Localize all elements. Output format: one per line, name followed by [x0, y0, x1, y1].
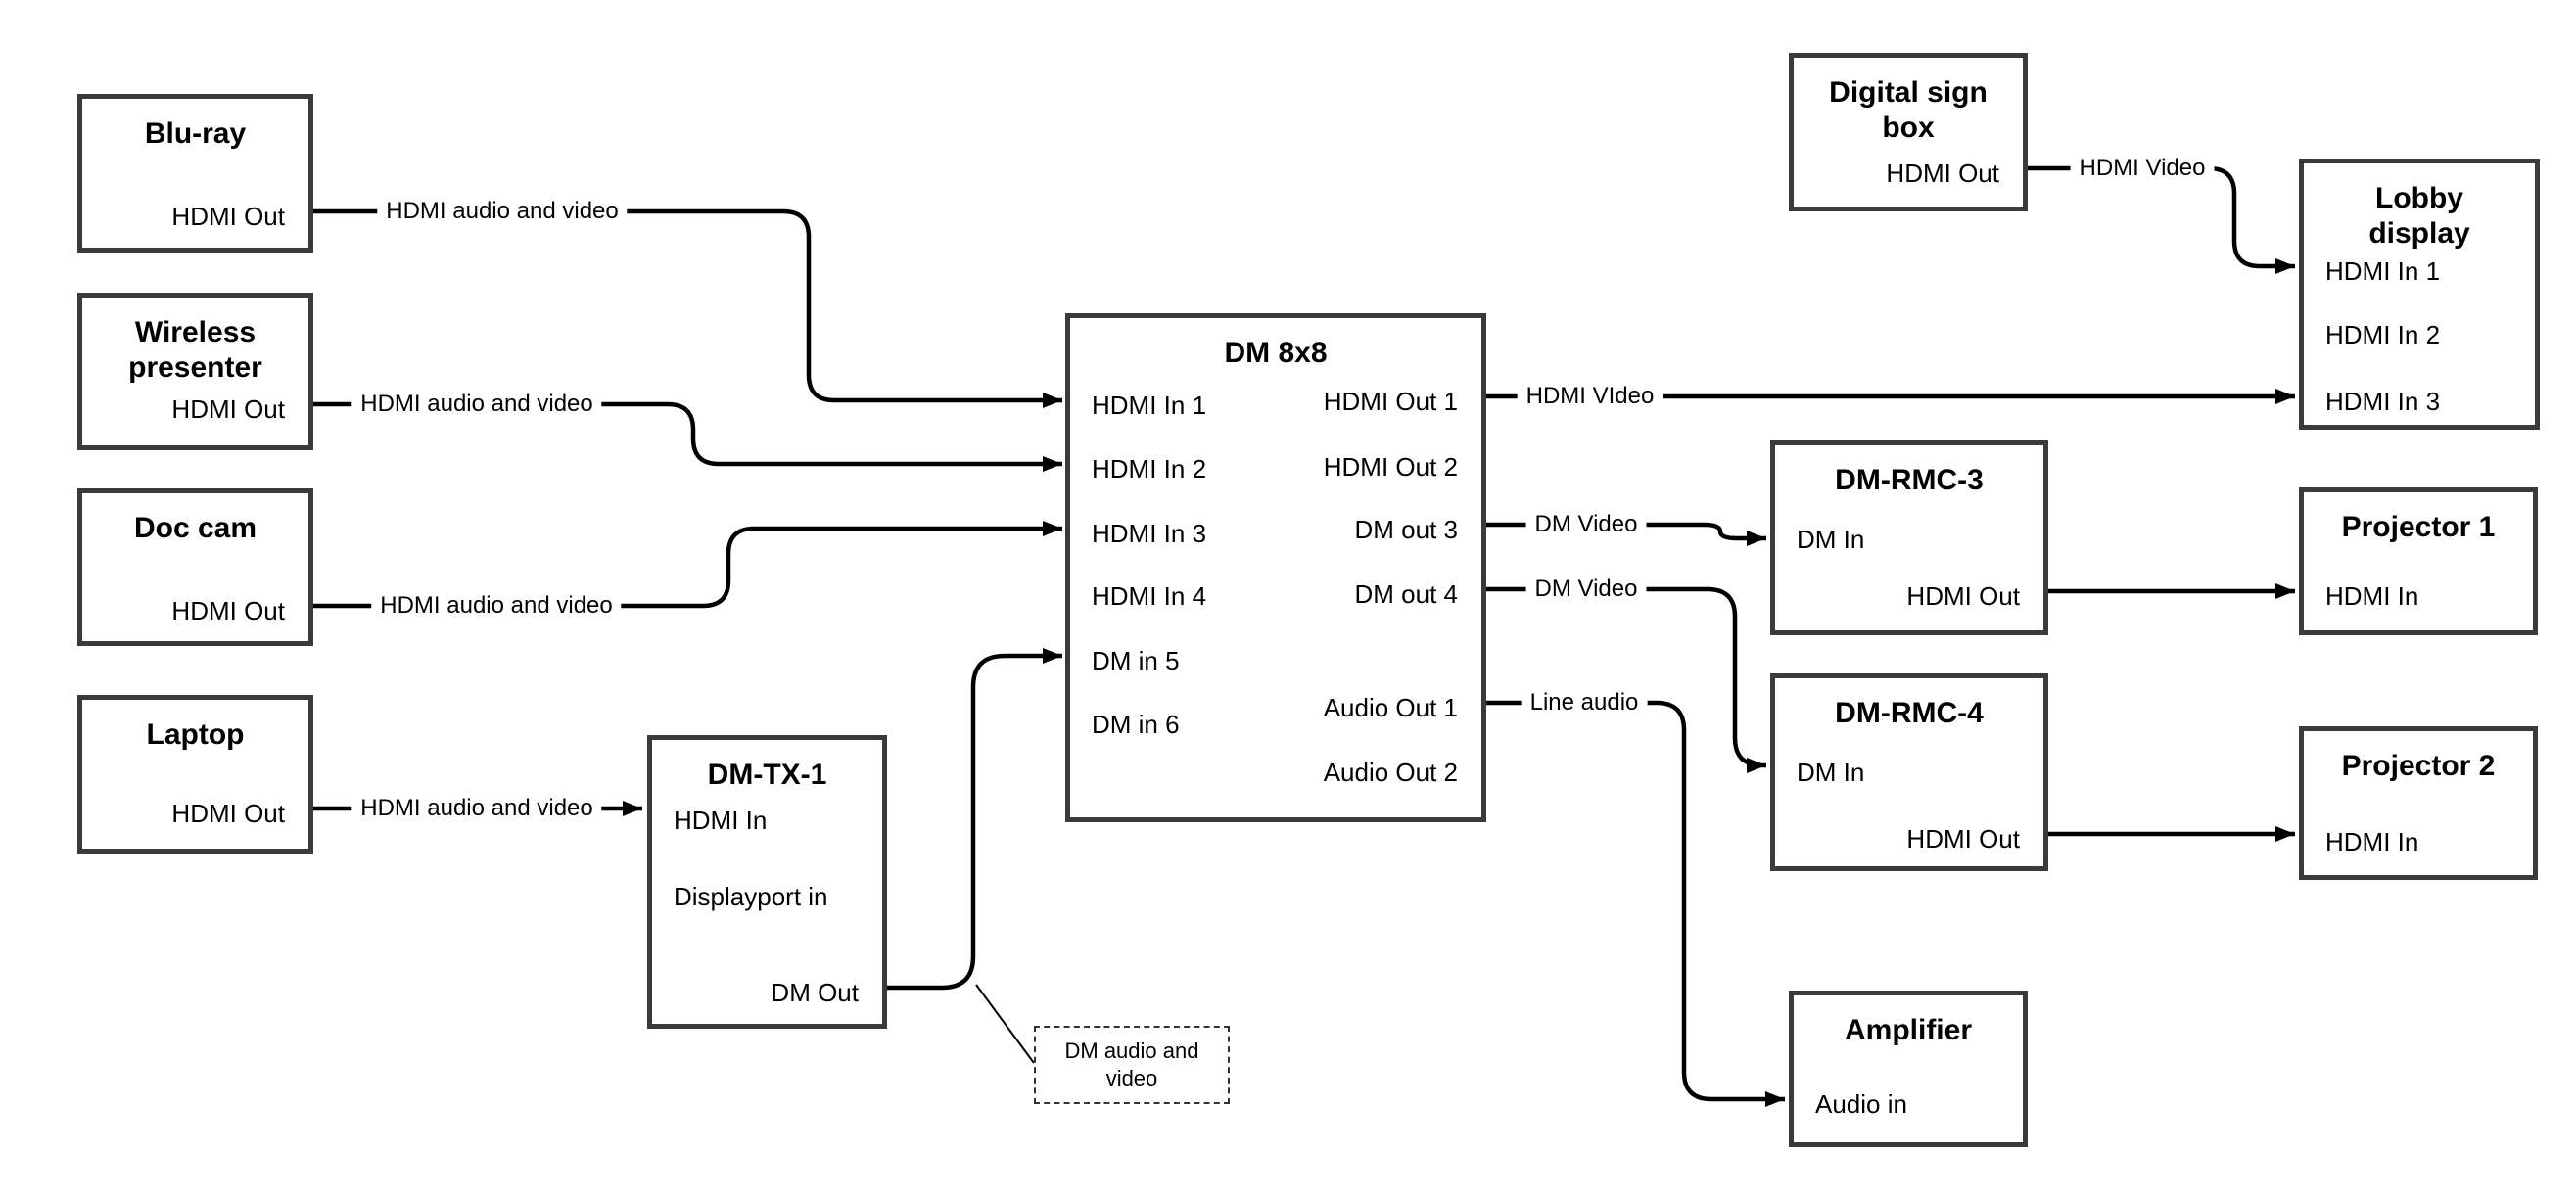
- wire-label-hdmi-video-signbox: HDMI Video: [2070, 154, 2215, 183]
- port-hdmi-in-4: HDMI In 4: [1092, 581, 1207, 611]
- node-laptop: Laptop HDMI Out: [77, 695, 313, 854]
- node-dm-rmc-3: DM-RMC-3 DM In HDMI Out: [1770, 440, 2048, 635]
- wire-bluray-to-hdmi-in-1: [313, 208, 1062, 408]
- node-doc-cam: Doc cam HDMI Out: [77, 488, 313, 646]
- wire-dmtx1-to-dm-in-5: [887, 648, 1062, 991]
- node-amplifier: Amplifier Audio in: [1789, 991, 2028, 1147]
- port-hdmi-out-1: HDMI Out 1: [1323, 387, 1458, 416]
- port-hdmi-out-2: HDMI Out 2: [1323, 452, 1458, 482]
- port-hdmi-out: HDMI Out: [171, 596, 285, 625]
- port-hdmi-out: HDMI Out: [171, 394, 285, 424]
- node-title: Amplifier: [1844, 1014, 1973, 1046]
- wire-label-hdmi-audio-video-3: HDMI audio and video: [371, 591, 622, 621]
- port-hdmi-out: HDMI Out: [1906, 581, 2020, 611]
- port-hdmi-in-2: HDMI In 2: [2325, 320, 2441, 349]
- callout-dm-audio-and-video: DM audio and video: [1034, 1026, 1230, 1104]
- port-dm-in-5: DM in 5: [1092, 646, 1180, 675]
- wire-label-dm-video-out4: DM Video: [1525, 575, 1647, 604]
- port-hdmi-in-3: HDMI In 3: [1092, 519, 1207, 548]
- port-hdmi-in: HDMI In: [2325, 827, 2419, 856]
- port-dm-out-3: DM out 3: [1354, 515, 1459, 544]
- wire-wireless-to-hdmi-in-2: [313, 401, 1062, 472]
- port-dm-in-6: DM in 6: [1092, 710, 1180, 739]
- port-hdmi-out: HDMI Out: [1886, 159, 1999, 188]
- port-audio-in: Audio in: [1815, 1089, 1907, 1119]
- port-hdmi-out: HDMI Out: [1906, 824, 2020, 854]
- wire-dm-out4-to-dmrmc4: [1486, 586, 1766, 773]
- node-blu-ray: Blu-ray HDMI Out: [77, 94, 313, 253]
- port-hdmi-in-1: HDMI In 1: [2325, 256, 2441, 286]
- port-dm-in: DM In: [1797, 525, 1865, 554]
- node-title: Projector 2: [2341, 750, 2496, 782]
- port-dm-out-4: DM out 4: [1354, 579, 1459, 609]
- port-hdmi-out: HDMI Out: [171, 202, 285, 231]
- wire-label-hdmi-video-out1: HDMI VIdeo: [1517, 382, 1663, 411]
- node-title: DM 8x8: [1224, 337, 1328, 369]
- wire-signbox-to-lobby: [2028, 165, 2295, 274]
- node-digital-sign-box: Digital sign box HDMI Out: [1789, 53, 2028, 211]
- node-title: Digital sign box: [1829, 76, 1988, 144]
- port-hdmi-in: HDMI In: [2325, 581, 2419, 611]
- node-title: DM-TX-1: [707, 759, 827, 791]
- wire-label-hdmi-audio-video-1: HDMI audio and video: [377, 197, 628, 226]
- node-title: Wireless presenter: [128, 316, 262, 384]
- node-dm-8x8: DM 8x8 HDMI In 1 HDMI In 2 HDMI In 3 HDM…: [1065, 313, 1486, 822]
- port-hdmi-in-3: HDMI In 3: [2325, 387, 2441, 416]
- node-projector-2: Projector 2 HDMI In: [2299, 726, 2538, 880]
- node-title: Doc cam: [133, 512, 258, 544]
- wire-doccam-to-hdmi-in-3: [313, 521, 1062, 609]
- wire-label-hdmi-audio-video-2: HDMI audio and video: [351, 390, 602, 419]
- port-hdmi-in: HDMI In: [674, 806, 768, 835]
- wire-label-dm-video-out3: DM Video: [1525, 510, 1647, 539]
- port-displayport-in: Displayport in: [674, 882, 828, 911]
- port-audio-out-1: Audio Out 1: [1323, 693, 1458, 722]
- node-dm-rmc-4: DM-RMC-4 DM In HDMI Out: [1770, 673, 2048, 871]
- node-dm-tx-1: DM-TX-1 HDMI In Displayport in DM Out: [647, 735, 887, 1029]
- port-dm-in: DM In: [1797, 758, 1865, 787]
- port-dm-out: DM Out: [771, 978, 859, 1007]
- wire-label-line-audio: Line audio: [1521, 688, 1648, 717]
- wire-label-hdmi-audio-video-4: HDMI audio and video: [351, 794, 602, 823]
- node-wireless-presenter: Wireless presenter HDMI Out: [77, 293, 313, 450]
- node-title: Blu-ray: [144, 117, 247, 150]
- node-title: Lobby display: [2368, 182, 2470, 250]
- node-projector-1: Projector 1 HDMI In: [2299, 487, 2538, 635]
- callout-leader-line: [975, 984, 1035, 1064]
- node-title: Laptop: [146, 718, 245, 751]
- port-audio-out-2: Audio Out 2: [1323, 758, 1458, 787]
- port-hdmi-in-1: HDMI In 1: [1092, 391, 1207, 420]
- port-hdmi-in-2: HDMI In 2: [1092, 454, 1207, 484]
- wire-dm-out3-to-dmrmc3: [1486, 522, 1766, 546]
- node-title: Projector 1: [2341, 511, 2496, 543]
- node-title: DM-RMC-3: [1835, 464, 1984, 496]
- node-title: DM-RMC-4: [1835, 697, 1984, 729]
- node-lobby-display: Lobby display HDMI In 1 HDMI In 2 HDMI I…: [2299, 159, 2540, 430]
- wire-audio-out1-to-amp: [1486, 700, 1785, 1107]
- port-hdmi-out: HDMI Out: [171, 799, 285, 828]
